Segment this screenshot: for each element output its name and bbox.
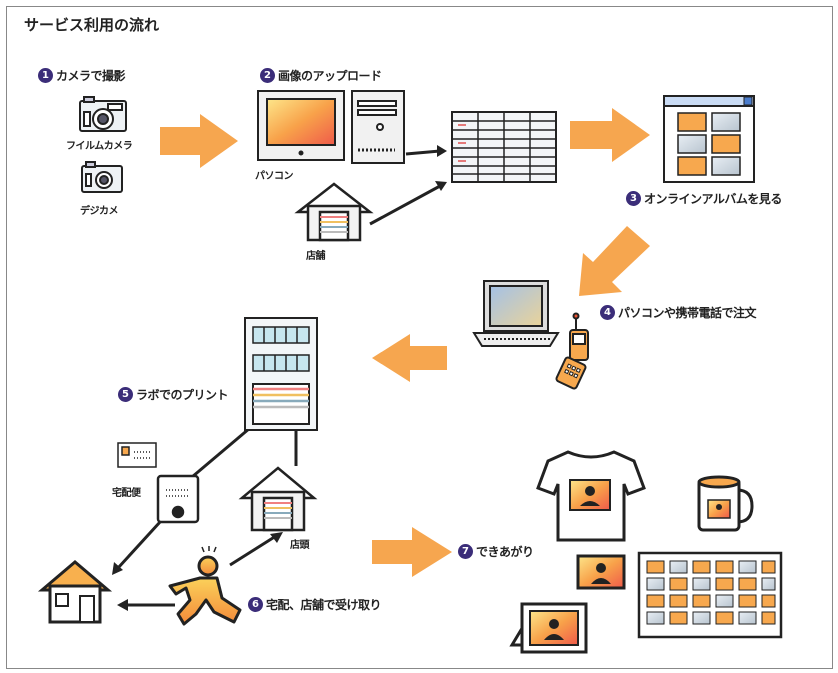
step-5-badge: 5 <box>118 387 133 402</box>
step-1-badge: 1 <box>38 68 53 83</box>
arrow-server-to-album <box>570 108 650 162</box>
step-1-label: 1 カメラで撮影 <box>38 67 126 84</box>
mobile-phone-icon <box>555 312 589 390</box>
step-7-text: できあがり <box>476 545 534 559</box>
photo-frame-icon <box>509 602 588 654</box>
digital-camera-icon <box>81 161 123 193</box>
storefront-icon <box>238 466 318 532</box>
step-3-text: オンラインアルバムを見る <box>644 192 782 206</box>
postcard-icon <box>117 442 157 468</box>
line-lab-to-delivery <box>191 426 251 479</box>
digicam-label: デジカメ <box>80 206 119 217</box>
laptop-icon <box>472 280 560 347</box>
step-3-label: 3 オンラインアルバムを見る <box>626 190 782 207</box>
line-person-to-storefront <box>229 534 277 567</box>
step-5-label: 5 ラボでのプリント <box>118 386 229 403</box>
step-2-text: 画像のアップロード <box>278 69 382 83</box>
arrow-camera-to-pc <box>160 114 238 168</box>
arrowhead-storefront <box>270 532 283 543</box>
arrow-receive-to-done <box>372 527 452 577</box>
photo-print-icon <box>576 554 626 590</box>
line-store-to-server <box>369 184 441 226</box>
step-5-text: ラボでのプリント <box>136 388 229 402</box>
step-4-label: 4 パソコンや携帯電話で注文 <box>600 304 757 321</box>
store-label: 店舗 <box>306 251 326 262</box>
arrowhead-server-1 <box>437 145 447 157</box>
step-7-badge: 7 <box>458 544 473 559</box>
step-3-badge: 3 <box>626 191 641 206</box>
line-delivery-to-house <box>116 520 162 570</box>
arrowhead-house-2 <box>117 599 128 611</box>
arrow-order-to-lab <box>372 334 447 382</box>
step-2-badge: 2 <box>260 68 275 83</box>
pc-label: パソコン <box>255 171 294 182</box>
mug-icon <box>697 475 754 532</box>
diagram-title: サービス利用の流れ <box>24 16 160 34</box>
step-1-text: カメラで撮影 <box>56 69 126 83</box>
lab-building-icon <box>244 317 318 431</box>
step-2-label: 2 画像のアップロード <box>260 67 382 84</box>
tshirt-icon <box>536 450 646 542</box>
film-camera-label: フイルムカメラ <box>66 141 133 152</box>
delivery-box-icon <box>156 474 200 524</box>
pc-monitor-icon <box>257 90 345 161</box>
step-4-text: パソコンや携帯電話で注文 <box>618 306 757 320</box>
film-camera-icon <box>79 96 127 132</box>
running-person-icon <box>168 555 242 626</box>
step-4-badge: 4 <box>600 305 615 320</box>
step-6-text: 宅配、店舗で受け取り <box>266 598 382 612</box>
line-pc-to-server <box>405 149 441 156</box>
online-album-window-icon <box>663 95 755 183</box>
frame-border <box>6 6 833 669</box>
arrow-album-to-order <box>579 226 650 296</box>
step-6-badge: 6 <box>248 597 263 612</box>
step-7-label: 7 できあがり <box>458 543 534 560</box>
store-building-icon <box>294 182 374 242</box>
arrowhead-house-1 <box>112 562 123 575</box>
server-rack-icon <box>451 111 557 183</box>
arrowhead-server-2 <box>435 181 447 191</box>
index-print-icon <box>637 551 783 639</box>
home-icon <box>37 560 113 624</box>
storefront-label: 店頭 <box>290 540 310 551</box>
step-6-label: 6 宅配、店舗で受け取り <box>248 596 382 613</box>
delivery-label: 宅配便 <box>112 488 141 499</box>
pc-tower-icon <box>351 90 405 164</box>
